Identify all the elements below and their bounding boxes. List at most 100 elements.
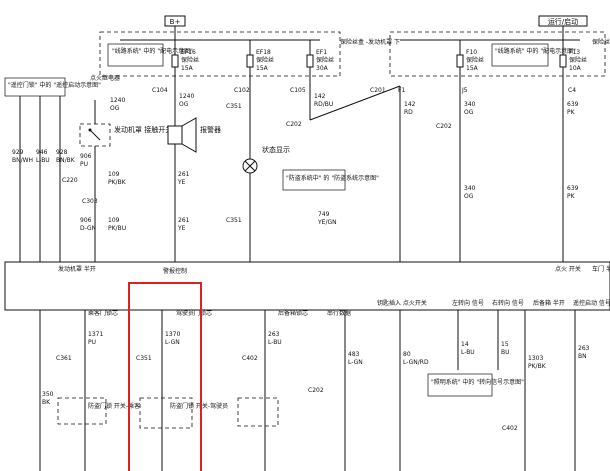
connector-c220: C220 [62,177,78,184]
sys-power-left-text: "线路系统" 中的 "配电示意图" [112,47,193,55]
wire-num: 1371 [88,331,103,338]
wire-num: 929 [12,149,24,156]
wire-color: L-BU [461,349,475,356]
wire-labels-bottom: 1371 PU 1370 L-GN 263 L-BU 483 L-GN 80 L… [42,331,590,406]
fuse-id: EF18 [256,49,271,56]
fuse-id: EF16 [181,49,196,56]
wire-color: YE [177,225,186,232]
connector-c351-bottom: C351 [136,355,152,362]
wire-color: PK/BK [108,179,127,186]
fuse-label: 保险丝 [256,56,274,64]
wire-num: 109 [108,217,120,224]
connector-c351-mid: C351 [226,217,242,224]
alarm-label: 报警器 [200,125,221,134]
wire-color: RD [404,109,413,116]
wire-num: 261 [178,217,190,224]
connector-c105: C105 [290,87,306,94]
hood-switch: 发动机罩 接触开关 [79,123,172,147]
wire-color: L-BU [268,339,282,346]
fuse-label: 保险丝 [316,56,334,64]
fuse-f13: F13 保险丝 10A [559,40,587,72]
door-switch-passenger: 防盗门锁 开关-乘客 [57,397,140,425]
wire-labels-left: 929 BN/WH 946 L-BU 928 BN/BK [12,149,76,164]
wire-num: 639 [567,185,579,192]
wire-num: 906 [80,153,92,160]
remote-lock-callout: "遥控门锁" 中的 "遥控启动示意图" [4,77,101,97]
control-module-box [4,261,610,311]
fuse-id: F13 [569,49,580,56]
highlight-box [128,282,202,471]
wire-color: PU [80,161,88,168]
status-display-label: 状态显示 [262,145,290,154]
run-start-box: 运行/启动 [538,15,588,27]
connector-c303: C303 [82,198,98,205]
pin-label: 发动机罩 半开 [58,265,96,273]
connector-c351-top: C351 [226,103,242,110]
pin-label: 遥控启动 信号 [573,299,610,307]
pin-label: 后备箱 半开 [533,299,565,307]
connector-c402-left: C402 [242,355,258,362]
wire-color: PK [567,193,576,200]
remote-lock-text: "遥控门锁" 中的 "遥控启动示意图" [8,81,101,89]
wire-num: 142 [404,101,416,108]
connector-c202-right: C202 [436,123,452,130]
connector-c402-right: C402 [502,425,518,432]
wire-color: PU [88,339,96,346]
door-switch-driver-label: 防盗门锁 开关-驾驶员 [170,402,228,410]
lighting-text: "照明系统" 中的 "转向信号示意图" [431,378,524,386]
sys-power-right-text: "线路系统" 中的 "配电示意图" [495,47,576,55]
fuse-ef18: EF18 保险丝 15A [246,40,274,72]
wire-color: OG [464,193,474,200]
trunk-switch-outline [237,397,279,427]
wire-color: PK [567,109,576,116]
pin-label: 车门 半开 [592,265,610,273]
wire-num: 749 [318,211,330,218]
antitheft-callout: "防盗系统中" 的 "防盗系统示意图" [282,169,379,191]
ignition-relay-label: 点火继电器 [90,74,120,82]
wire-num: 483 [348,351,360,358]
bplus-label: B+ [170,18,181,26]
door-switch-passenger-label: 防盗门锁 开关-乘客 [88,402,140,410]
hood-switch-label: 发动机罩 接触开关 [114,125,172,134]
fuse-amp: 10A [569,65,582,72]
wire-num: 142 [314,93,326,100]
fuse-block-right-outline [389,31,606,77]
wire-num: 109 [108,171,120,178]
wire-num: 639 [567,101,579,108]
fuse-amp: 15A [181,65,194,72]
wire-labels-top: 1240 OG 1240 OG 142 RD/BU 142 RD 340 OG … [110,93,579,116]
wire-color: PK/BU [108,225,126,232]
wire-num: 340 [464,185,476,192]
wire-color: BK [42,399,51,406]
module-pin-labels: 发动机罩 半开 警报控制 乘客门锁芯 驾驶员门锁芯 后备箱锁芯 串行数据 钥匙插… [58,265,610,317]
pin-label: 钥匙插入 点火开关 [377,299,427,307]
wire-num: 1240 [110,97,125,104]
fuse-f10: F10 保险丝 15A [456,40,484,72]
bplus-box: B+ [164,15,186,27]
fuse-block-left-outline [99,31,341,77]
wire-num: 928 [56,149,68,156]
pin-label: 点火 开关 [555,265,581,273]
wire-labels-mid: 906 PU 109 PK/BK 261 YE 906 D-GN 109 PK/… [80,153,579,232]
connector-j5: J5 [461,87,468,94]
wire-num: 261 [178,171,190,178]
connector-c4: C4 [568,87,576,94]
pin-label: 右转向 信号 [492,299,524,307]
wire-num: 263 [268,331,280,338]
fuse-label: 保险丝 [466,56,484,64]
fuse-id: F10 [466,49,477,56]
connector-c202-bottom: C202 [308,387,324,394]
wire-color: YE/GN [317,219,337,226]
wire-num: 80 [403,351,411,358]
wire-color: L-GN [165,339,180,346]
fuse-block-right-note: 保险丝盒 - 仪表 [592,38,610,46]
fuse-amp: 30A [316,65,329,72]
connector-c201: C201 [370,87,386,94]
pin-label: 后备箱锁芯 [278,309,308,317]
fuse-ef16: EF16 保险丝 15A [171,40,199,72]
pin-label: 左转向 信号 [452,299,484,307]
wire-color: BN/BK [56,157,76,164]
pin-label: 驾驶员门锁芯 [176,309,212,317]
